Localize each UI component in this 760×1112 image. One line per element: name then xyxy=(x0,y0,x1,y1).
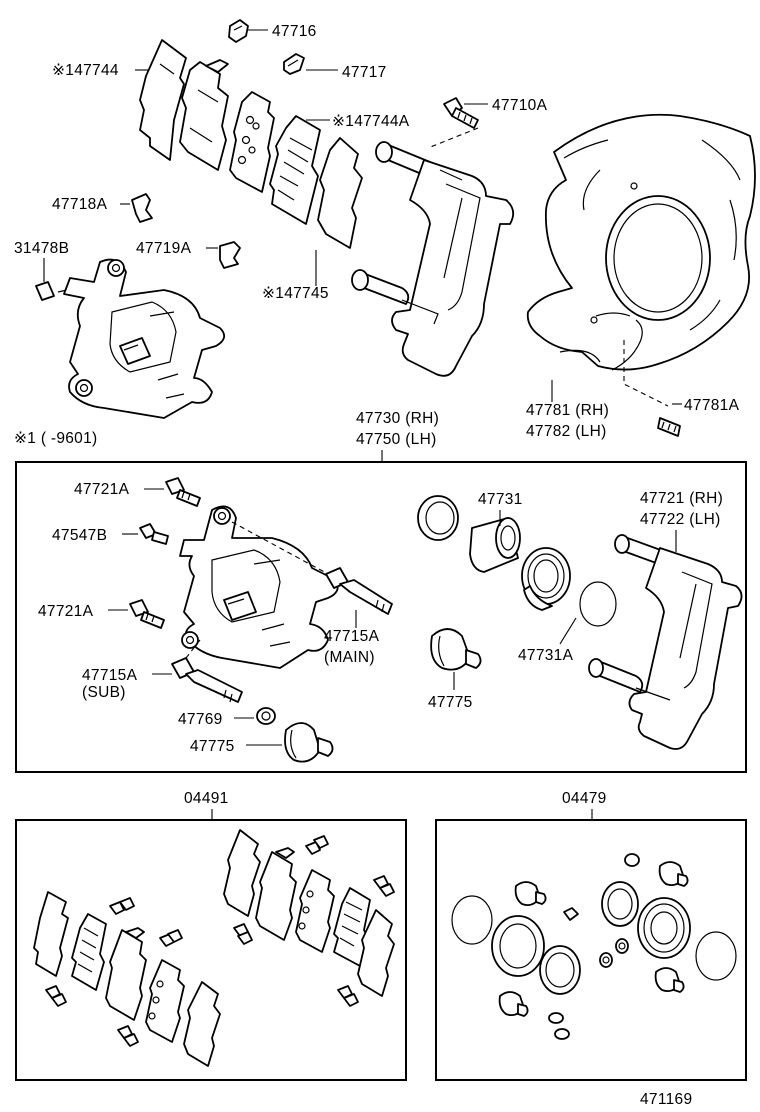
pad-kit-shims-left-icon xyxy=(33,891,221,1067)
clip-47719A-icon xyxy=(219,241,241,269)
mounting-bracket-47721-icon xyxy=(588,534,743,750)
bleeder-47547B-icon xyxy=(139,523,169,545)
label-main: (MAIN) xyxy=(324,649,375,666)
label-04479: 04479 xyxy=(562,790,607,807)
note-asterisk-1: ※1 ( -9601) xyxy=(14,430,98,447)
seal-kit-box xyxy=(435,819,747,1081)
pad-shim-147745-icon xyxy=(317,137,363,249)
label-47775-mid: 47775 xyxy=(428,694,473,711)
slide-pin-main-icon xyxy=(325,567,393,615)
pad-kit-box xyxy=(15,819,407,1081)
anti-squeal-shim-icon xyxy=(229,91,275,193)
clip-47716-icon xyxy=(228,19,249,43)
label-31478B: 31478B xyxy=(14,240,69,257)
label-sub: (SUB) xyxy=(82,684,126,701)
brake-dust-shield-icon xyxy=(526,113,756,371)
seal-ring-47731A-icon xyxy=(579,581,617,627)
label-47547B: 47547B xyxy=(52,527,107,544)
caliper-body-icon xyxy=(179,505,339,669)
label-47750-lh: 47750 (LH) xyxy=(356,431,437,448)
label-47715A-main: 47715A xyxy=(324,628,380,645)
label-147745: ※147745 xyxy=(262,285,329,302)
seal-kit-rings-icon xyxy=(451,881,737,995)
label-47719A: 47719A xyxy=(136,240,192,257)
label-47730-rh: 47730 (RH) xyxy=(356,410,439,427)
caliper-mounting-bracket-icon xyxy=(351,141,515,377)
seal-kit-boots-icon xyxy=(498,861,689,1017)
pin-boot-47775-mid-icon xyxy=(430,628,482,671)
label-47731: 47731 xyxy=(478,491,523,508)
pad-kit-shims-right-icon xyxy=(223,829,395,997)
pad-kit-clips-right-icon xyxy=(233,835,395,1007)
caliper-cylinder-icon xyxy=(63,258,226,419)
label-47722-lh: 47722 (LH) xyxy=(640,511,721,528)
label-47716: 47716 xyxy=(272,23,317,40)
bolt-47781A-icon xyxy=(657,417,681,437)
label-47731A: 47731A xyxy=(518,647,574,664)
label-47775-lower: 47775 xyxy=(190,738,235,755)
cylinder-boot-icon xyxy=(521,547,571,611)
label-47781-rh: 47781 (RH) xyxy=(526,402,609,419)
label-147744: ※147744 xyxy=(52,62,119,79)
label-47718A: 47718A xyxy=(52,196,108,213)
clip-47718A-icon xyxy=(131,193,153,223)
piston-seal-icon xyxy=(417,495,459,541)
bushing-47769-icon xyxy=(256,707,276,725)
pad-shim-147744A-icon xyxy=(269,115,321,225)
clip-47717-icon xyxy=(283,53,305,75)
label-47782-lh: 47782 (LH) xyxy=(526,423,607,440)
figure-number: 471169 xyxy=(640,1091,692,1108)
bolt-47721A-lower-icon xyxy=(129,599,165,629)
label-47715A-sub: 47715A xyxy=(82,667,138,684)
label-147744A: ※147744A xyxy=(332,113,410,130)
bolt-47710A-icon xyxy=(443,97,479,129)
label-47721A-top: 47721A xyxy=(74,481,130,498)
piston-icon xyxy=(469,517,521,573)
pad-kit-clips-left-icon xyxy=(45,897,183,1047)
bolt-47721A-icon xyxy=(165,477,201,507)
brake-pad-shim-icon xyxy=(139,39,187,161)
pin-boot-47775-icon xyxy=(284,722,334,763)
seal-kit-small-parts-icon xyxy=(548,853,640,1040)
label-47721-rh: 47721 (RH) xyxy=(640,490,723,507)
label-47710A: 47710A xyxy=(492,97,548,114)
slide-pin-sub-icon xyxy=(171,657,243,703)
caliper-assembly-box xyxy=(15,461,747,773)
label-47717: 47717 xyxy=(342,64,387,81)
label-47781A: 47781A xyxy=(684,397,740,414)
label-04491: 04491 xyxy=(184,790,229,807)
label-47721A-lower: 47721A xyxy=(38,603,94,620)
brake-pad-icon xyxy=(179,59,229,171)
label-47769: 47769 xyxy=(178,711,223,728)
